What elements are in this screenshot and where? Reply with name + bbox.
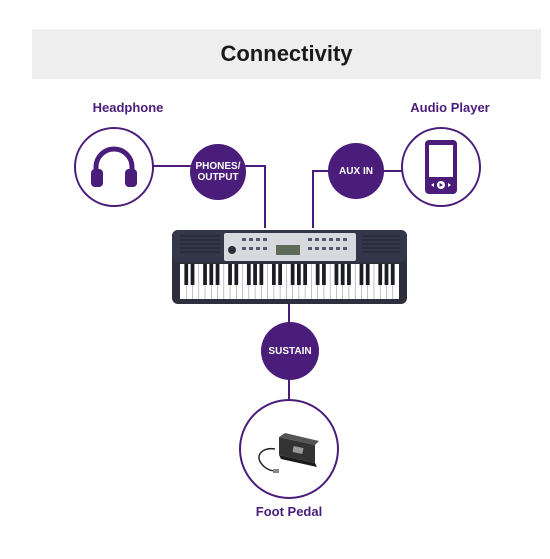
foot-pedal-label: Foot Pedal xyxy=(255,504,323,519)
title-banner: Connectivity xyxy=(32,29,541,79)
black-key xyxy=(290,264,295,285)
phones-output-badge: PHONES/ OUTPUT xyxy=(190,144,246,200)
phones-output-line1: PHONES/ xyxy=(195,161,241,172)
black-key xyxy=(203,264,207,285)
black-key xyxy=(347,264,351,285)
page-title: Connectivity xyxy=(220,41,353,66)
black-key xyxy=(334,264,339,285)
black-key xyxy=(259,264,264,285)
black-key xyxy=(390,264,395,285)
foot-pedal-circle xyxy=(239,399,339,499)
audio-player-label: Audio Player xyxy=(410,100,490,115)
black-key xyxy=(322,264,326,285)
black-key xyxy=(215,264,220,285)
headphone-icon xyxy=(91,146,137,187)
black-key xyxy=(359,264,364,285)
aux-in-label: AUX IN xyxy=(339,165,373,177)
black-key xyxy=(303,264,308,285)
headphone-label: Headphone xyxy=(92,100,164,115)
black-key xyxy=(228,264,232,285)
foot-pedal-icon xyxy=(258,433,319,473)
connector-aux-in xyxy=(312,170,329,228)
audio-player-circle xyxy=(401,127,481,207)
black-key xyxy=(253,264,257,285)
black-key xyxy=(365,264,370,285)
aux-in-badge: AUX IN xyxy=(328,143,384,199)
black-key xyxy=(378,264,383,285)
connector-phones-output xyxy=(245,165,266,228)
audio-player-icon xyxy=(425,140,457,194)
black-key xyxy=(315,264,320,285)
black-key xyxy=(190,264,195,285)
black-key xyxy=(246,264,251,285)
black-key xyxy=(297,264,301,285)
sustain-badge: SUSTAIN xyxy=(261,322,319,380)
black-key xyxy=(278,264,282,285)
black-key xyxy=(340,264,345,285)
phones-output-line2: OUTPUT xyxy=(197,172,239,183)
sustain-label: SUSTAIN xyxy=(268,345,312,357)
black-key xyxy=(271,264,276,285)
black-key xyxy=(234,264,239,285)
black-key xyxy=(209,264,214,285)
black-key xyxy=(384,264,389,285)
keyboard-image xyxy=(172,230,407,304)
headphone-circle xyxy=(74,127,154,207)
black-key xyxy=(184,264,189,285)
